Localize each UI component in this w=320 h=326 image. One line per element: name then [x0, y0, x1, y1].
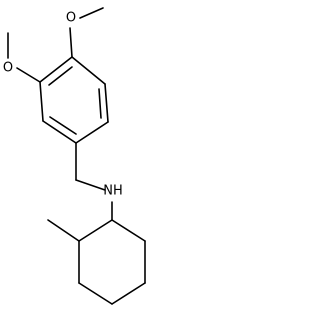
bond-ring-top-right	[71, 56, 106, 85]
ring-double-bond-1	[48, 66, 73, 86]
structure-svg: O O NH	[3, 7, 146, 305]
bond-ring-top-left	[39, 56, 73, 83]
atom-o-top: O	[66, 11, 76, 26]
bond-cyclohexane-1	[111, 219, 146, 242]
bond-ring-right	[104, 83, 109, 123]
atom-nh: NH	[103, 184, 123, 199]
bond-o-top-ring	[69, 27, 73, 58]
atom-o-left: O	[3, 61, 13, 76]
bond-cyclohexane-methyl	[47, 219, 80, 242]
bond-o-left-ring	[16, 67, 41, 83]
bond-ring-left	[39, 81, 44, 122]
bond-cyclohexane-6	[78, 219, 113, 242]
bond-cyclohexane-3	[111, 282, 146, 305]
bond-methyl-o-top	[79, 7, 104, 19]
bond-ring-bottom-left	[42, 120, 77, 144]
ring-double-bond-3	[49, 116, 77, 135]
bond-cyclohexane-4	[78, 282, 113, 305]
bond-ch2-nh	[75, 179, 106, 191]
molecule-diagram: O O NH	[0, 0, 150, 326]
ring-double-bond-2	[98, 88, 102, 119]
bond-ring-bottom-right	[75, 121, 109, 144]
